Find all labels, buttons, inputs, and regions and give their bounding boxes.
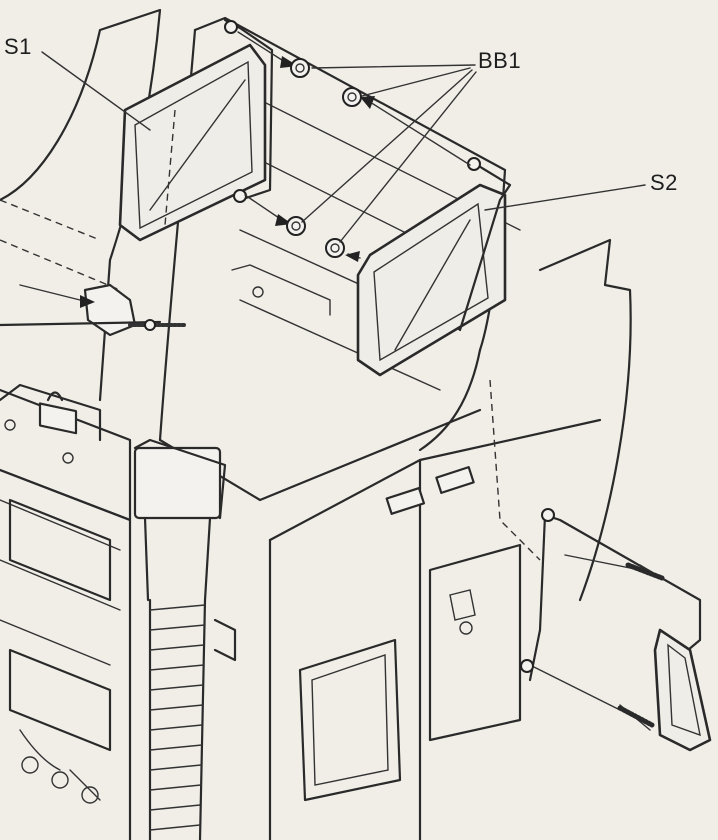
nuts-bb1[interactable] (237, 31, 471, 262)
exhaust-hose (133, 438, 237, 840)
label-bb1: BB1 (478, 48, 522, 73)
label-s2: S2 (650, 170, 678, 195)
side-mirror-assembly[interactable] (520, 508, 712, 752)
mirror-s2[interactable] (356, 157, 512, 377)
left-mirror-bracket[interactable] (0, 199, 187, 337)
leader-lines (41, 51, 646, 243)
label-s1: S1 (4, 34, 32, 59)
mirror-s1[interactable] (118, 18, 274, 242)
cab-right-body (268, 238, 632, 840)
